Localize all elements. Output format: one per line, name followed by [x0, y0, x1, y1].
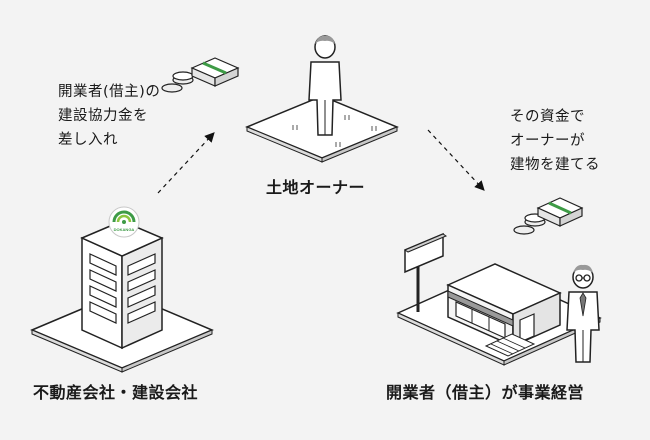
tenant-label: 開業者（借主）が事業経営: [386, 383, 585, 402]
glasses-man-icon: [566, 264, 600, 363]
owner-label: 土地オーナー: [266, 178, 366, 197]
company-logo-text: DOKANGA: [114, 227, 135, 232]
arrow-icon: [157, 132, 215, 194]
developer-label: 不動産会社・建設会社: [33, 383, 199, 402]
left-note: 開業者(借主)の 建設協力金を 差し入れ: [58, 84, 161, 148]
money-stack-icon: [161, 57, 240, 93]
right-note: その資金で オーナーが 建物を建てる: [510, 109, 600, 173]
signboard-icon: [403, 232, 448, 312]
person-icon: [308, 35, 342, 136]
company-logo-icon: DOKANGA: [108, 206, 140, 238]
arrow-icon: [427, 129, 485, 191]
office-building-icon: [30, 220, 214, 373]
money-stack-icon: [513, 197, 584, 235]
